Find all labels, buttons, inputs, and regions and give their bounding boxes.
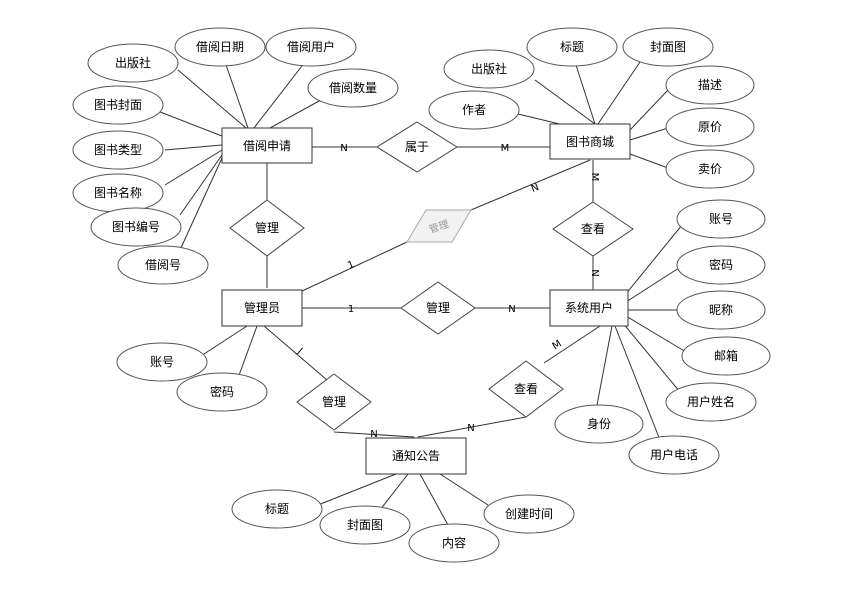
relationship-label: 查看 — [514, 382, 538, 396]
cardinality-mall-manage: N — [530, 182, 541, 195]
attribute-label: 作者 — [462, 103, 486, 117]
entity-label: 系统用户 — [565, 300, 613, 315]
connector-lines — [154, 61, 687, 526]
entity-system-user: 系统用户 — [549, 289, 629, 327]
attributes-notice: 标题 封面图 内容 创建时间 — [231, 489, 575, 563]
relationship-label: 管理 — [255, 220, 279, 235]
entity-label: 图书商城 — [566, 134, 614, 149]
attribute-label: 图书编号 — [112, 219, 160, 234]
attribute-label: 描述 — [698, 78, 722, 92]
entity-label: 通知公告 — [392, 449, 440, 463]
entity-notice: 通知公告 — [365, 437, 467, 475]
relationship-manage-user: 管理 — [400, 281, 476, 335]
cardinality-notice-view: N — [467, 423, 474, 434]
attribute-label: 账号 — [150, 355, 174, 369]
attributes-admin: 账号 密码 — [116, 342, 268, 412]
entity-borrow-request: 借阅申请 — [221, 127, 313, 164]
attributes-book-mall: 出版社 标题 封面图 作者 描述 原价 卖价 — [428, 27, 755, 189]
attribute-label: 卖价 — [698, 162, 722, 176]
attribute-label: 昵称 — [709, 303, 733, 317]
attribute-label: 账号 — [709, 212, 733, 226]
relationship-label: 查看 — [581, 222, 605, 236]
attribute-label: 借阅用户 — [287, 39, 335, 54]
attributes-system-user: 账号 密码 昵称 邮箱 用户姓名 用户电话 身份 — [554, 199, 771, 475]
cardinality-mall-view: M — [589, 173, 600, 182]
cardinality-user-manage: N — [508, 304, 515, 315]
attribute-label: 封面图 — [650, 40, 686, 54]
attribute-label: 邮箱 — [714, 348, 738, 363]
attribute-label: 用户电话 — [650, 447, 698, 462]
attribute-label: 借阅日期 — [196, 40, 244, 54]
cardinality-borrow-belongs: N — [340, 143, 347, 154]
attribute-label: 封面图 — [347, 518, 383, 532]
attribute-label: 图书封面 — [94, 98, 142, 112]
attribute-label: 借阅号 — [145, 258, 181, 272]
attribute-label: 标题 — [560, 40, 584, 54]
attribute-label: 用户姓名 — [687, 394, 735, 409]
relationship-label: 管理 — [322, 394, 346, 409]
cardinality-user-view-mall: N — [589, 269, 600, 276]
entity-admin: 管理员 — [221, 289, 303, 327]
attribute-label: 创建时间 — [505, 507, 553, 521]
attribute-label: 标题 — [265, 502, 289, 516]
entity-label: 管理员 — [244, 300, 280, 315]
cardinality-admin-manage-user: 1 — [348, 304, 354, 315]
entity-book-mall: 图书商城 — [549, 123, 631, 160]
attribute-label: 密码 — [709, 257, 733, 272]
attribute-label: 原价 — [698, 120, 722, 134]
cardinality-notice-manage: N — [370, 429, 377, 440]
relationship-label: 管理 — [426, 300, 450, 315]
cardinality-labels: N M N 1 M N 1 N J N N M — [294, 143, 600, 440]
relationship-view-mall: 查看 — [552, 201, 634, 257]
cardinality-admin-manage-mall: 1 — [346, 259, 356, 272]
attribute-label: 内容 — [442, 535, 466, 550]
relationship-manage-mall: 管理 — [406, 209, 472, 243]
relationship-view-notice: 查看 — [488, 360, 564, 418]
cardinality-user-view-notice: M — [551, 338, 564, 352]
cardinality-admin-manage-notice: J — [294, 346, 304, 357]
entity-label: 借阅申请 — [243, 139, 291, 153]
attribute-label: 身份 — [587, 416, 611, 431]
relationship-label: 属于 — [405, 140, 429, 154]
attribute-label: 出版社 — [115, 55, 151, 70]
relationship-manage-borrow: 管理 — [229, 199, 305, 257]
attribute-label: 借阅数量 — [329, 80, 377, 95]
cardinality-mall-belongs: M — [501, 143, 510, 154]
attributes-borrow-request: 出版社 借阅日期 借阅用户 借阅数量 图书封面 图书类型 图书名称 图书编号 借… — [72, 27, 399, 285]
attribute-label: 图书类型 — [94, 143, 142, 157]
attribute-label: 图书名称 — [94, 185, 142, 200]
relationship-belongs: 属于 — [376, 121, 458, 173]
attribute-label: 密码 — [210, 384, 234, 399]
relationship-manage-notice: 管理 — [296, 373, 372, 431]
attribute-label: 出版社 — [471, 61, 507, 76]
